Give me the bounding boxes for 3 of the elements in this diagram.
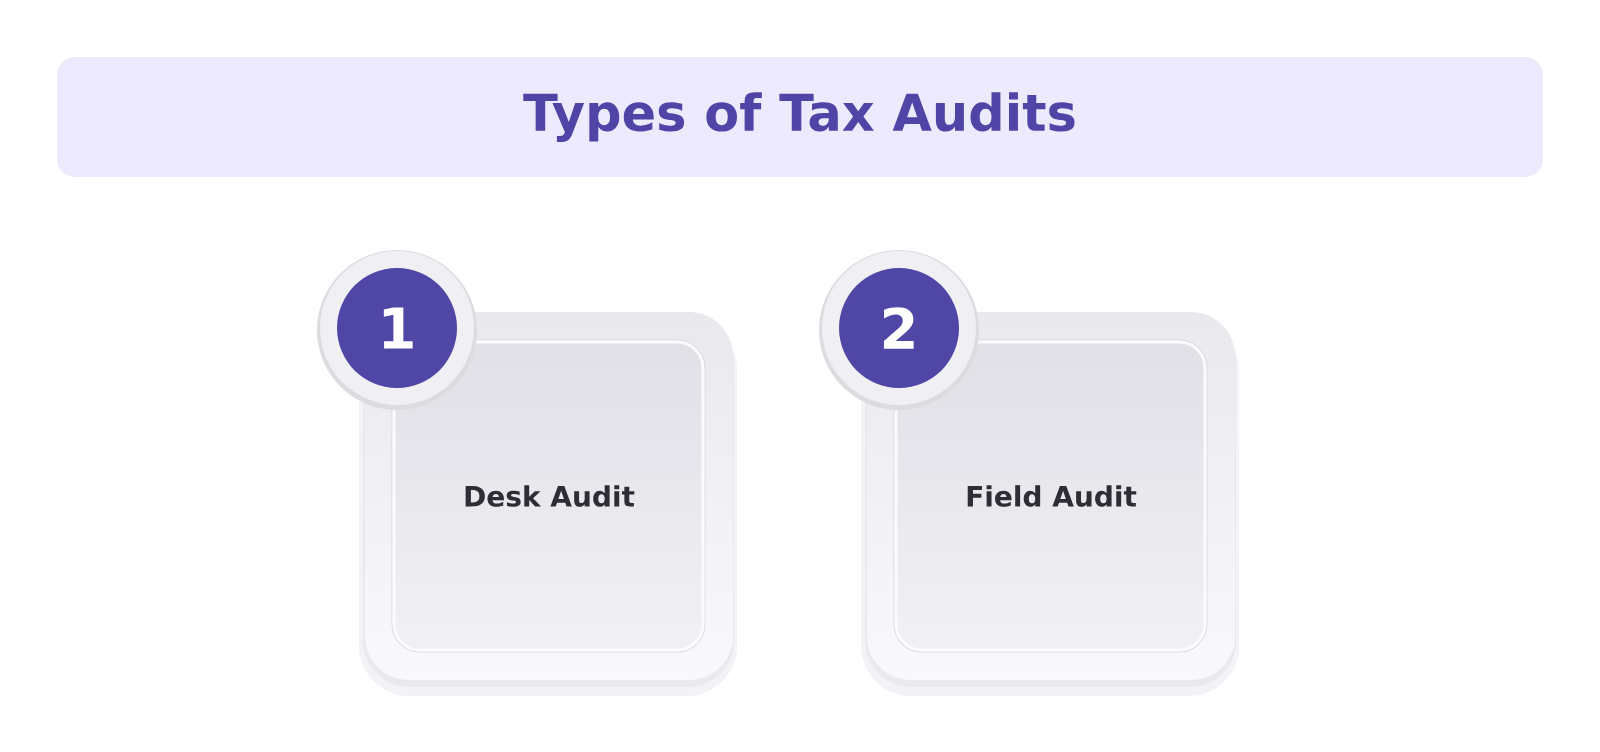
title-band: Types of Tax Audits	[57, 57, 1543, 177]
number-badge: 1	[317, 250, 477, 410]
number-badge: 2	[819, 250, 979, 410]
